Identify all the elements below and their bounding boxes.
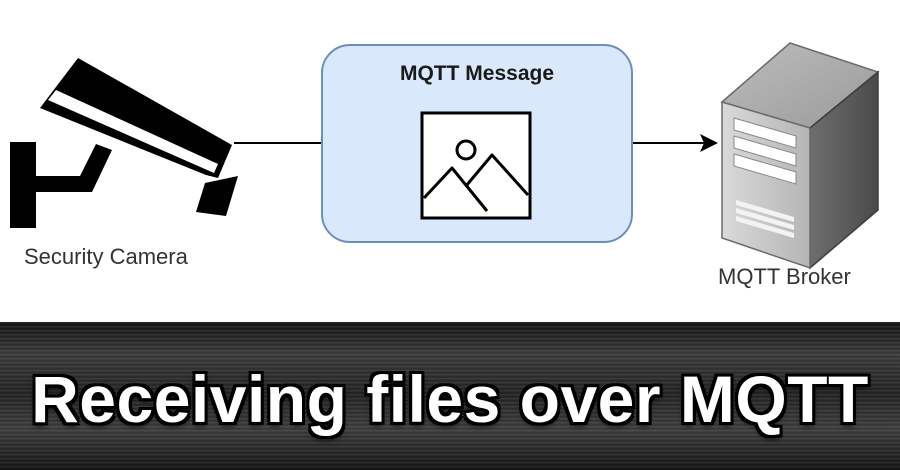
diagram-graphics xyxy=(10,42,880,270)
banner-title: Receiving files over MQTT xyxy=(31,362,869,436)
title-banner: Receiving files over MQTT xyxy=(0,322,900,470)
broker-label: MQTT Broker xyxy=(718,264,851,289)
connector-message-to-broker xyxy=(632,134,718,152)
image-icon xyxy=(420,111,532,220)
architecture-diagram: MQTT Message Security Camera MQTT Broker xyxy=(10,42,880,289)
security-camera-icon xyxy=(10,58,238,228)
server-tower-icon xyxy=(720,42,880,270)
camera-label: Security Camera xyxy=(24,244,188,269)
message-box-title: MQTT Message xyxy=(399,62,555,85)
